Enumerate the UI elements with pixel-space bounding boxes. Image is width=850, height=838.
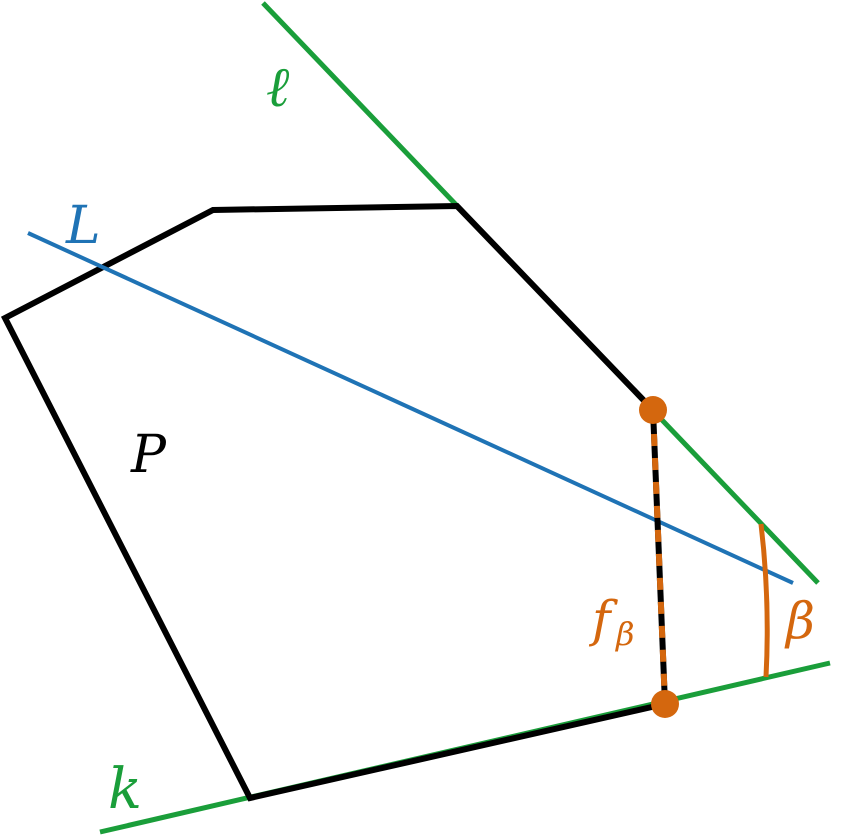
angle-beta-arc: [758, 523, 770, 678]
endpoint-top: [639, 396, 667, 424]
label-k: k: [108, 757, 142, 822]
label-P: P: [130, 425, 167, 485]
label-f: f: [588, 590, 618, 648]
label-f-subscript: β: [615, 615, 635, 653]
segment-f-beta-dashes: [650, 409, 668, 705]
label-L: L: [65, 196, 101, 256]
polygon-p: [0, 202, 666, 802]
line-L: [27, 231, 794, 585]
label-ell: ℓ: [266, 55, 290, 120]
label-beta: β: [784, 592, 815, 650]
endpoint-bottom: [651, 690, 679, 718]
